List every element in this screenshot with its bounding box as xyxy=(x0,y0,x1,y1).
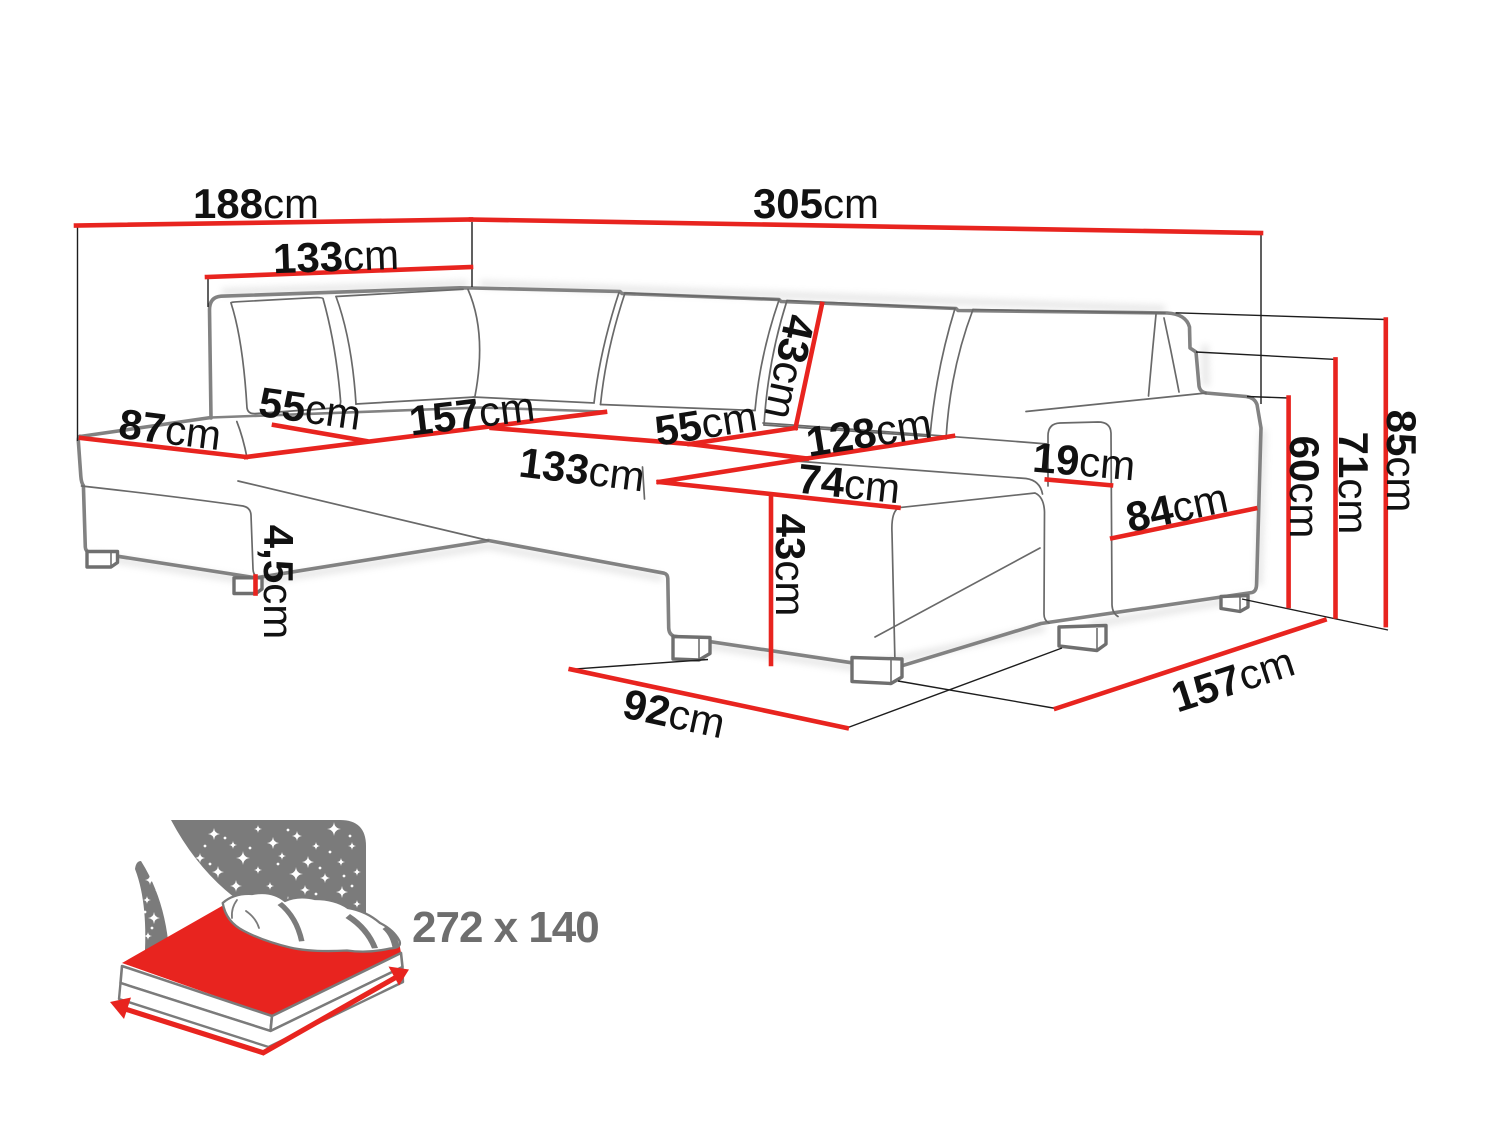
svg-text:71cm: 71cm xyxy=(1330,432,1377,535)
svg-text:55cm: 55cm xyxy=(652,392,761,454)
svg-text:92cm: 92cm xyxy=(619,680,729,747)
svg-text:43cm: 43cm xyxy=(755,311,824,424)
svg-text:133cm: 133cm xyxy=(517,438,648,500)
svg-text:188cm: 188cm xyxy=(193,180,319,227)
svg-text:85cm: 85cm xyxy=(1378,410,1425,513)
svg-text:128cm: 128cm xyxy=(803,399,935,465)
svg-text:157cm: 157cm xyxy=(407,382,538,444)
svg-text:55cm: 55cm xyxy=(256,378,364,439)
svg-text:4,5cm: 4,5cm xyxy=(255,525,302,639)
svg-text:305cm: 305cm xyxy=(753,180,879,227)
svg-text:43cm: 43cm xyxy=(767,514,814,617)
svg-text:133cm: 133cm xyxy=(272,231,400,282)
svg-text:74cm: 74cm xyxy=(796,455,903,512)
svg-text:19cm: 19cm xyxy=(1031,434,1137,490)
svg-text:84cm: 84cm xyxy=(1122,474,1232,541)
svg-text:87cm: 87cm xyxy=(116,400,224,459)
svg-text:60cm: 60cm xyxy=(1281,436,1328,539)
svg-text:272 x 140: 272 x 140 xyxy=(412,903,599,952)
